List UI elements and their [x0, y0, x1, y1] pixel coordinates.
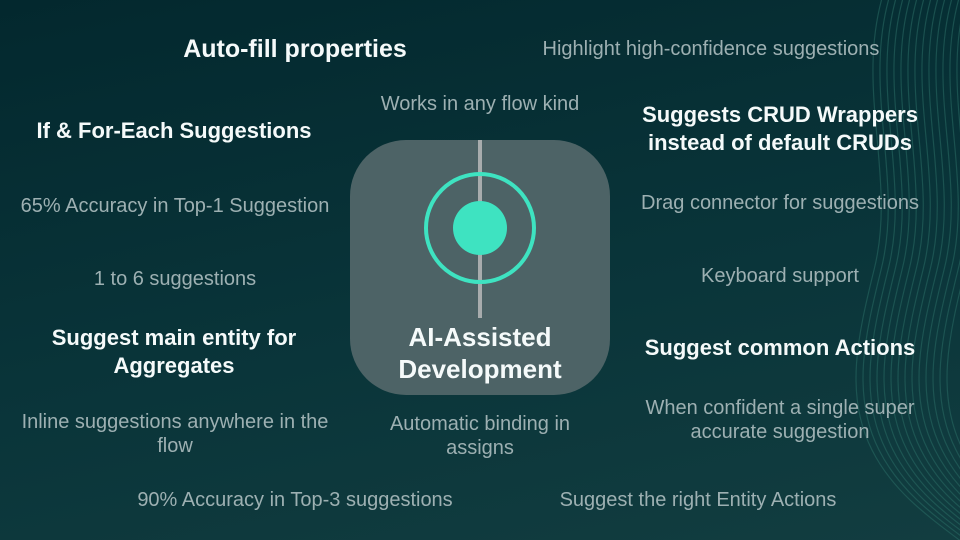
- label-accuracy-top1: 65% Accuracy in Top-1 Suggestion: [20, 195, 330, 217]
- card-title: AI-Assisted Development: [350, 321, 610, 385]
- label-inline-suggestions: Inline suggestions anywhere in the flow: [21, 411, 329, 457]
- label-main-entity-aggregates: Suggest main entity for Aggregates: [51, 325, 297, 378]
- target-ring-icon: [424, 172, 536, 284]
- label-entity-actions: Suggest the right Entity Actions: [559, 489, 837, 511]
- label-if-foreach-suggestions: If & For-Each Suggestions: [36, 118, 312, 143]
- card-title-line1: AI-Assisted: [408, 322, 552, 352]
- ai-assisted-development-card: AI-Assisted Development: [350, 140, 610, 395]
- label-keyboard-support: Keyboard support: [701, 265, 859, 287]
- label-highlight-high-confidence: Highlight high-confidence suggestions: [542, 38, 880, 60]
- label-when-confident: When confident a single super accurate s…: [645, 397, 915, 443]
- label-common-actions: Suggest common Actions: [644, 335, 916, 360]
- label-automatic-binding: Automatic binding in assigns: [389, 413, 571, 459]
- label-crud-wrappers: Suggests CRUD Wrappers instead of defaul…: [642, 102, 918, 155]
- label-one-to-six: 1 to 6 suggestions: [93, 268, 257, 290]
- label-autofill-properties: Auto-fill properties: [183, 35, 407, 63]
- card-title-line2: Development: [398, 354, 562, 384]
- target-dot-icon: [453, 201, 507, 255]
- label-works-any-flow: Works in any flow kind: [380, 93, 580, 115]
- label-drag-connector: Drag connector for suggestions: [641, 192, 919, 214]
- label-accuracy-top3: 90% Accuracy in Top-3 suggestions: [137, 489, 453, 511]
